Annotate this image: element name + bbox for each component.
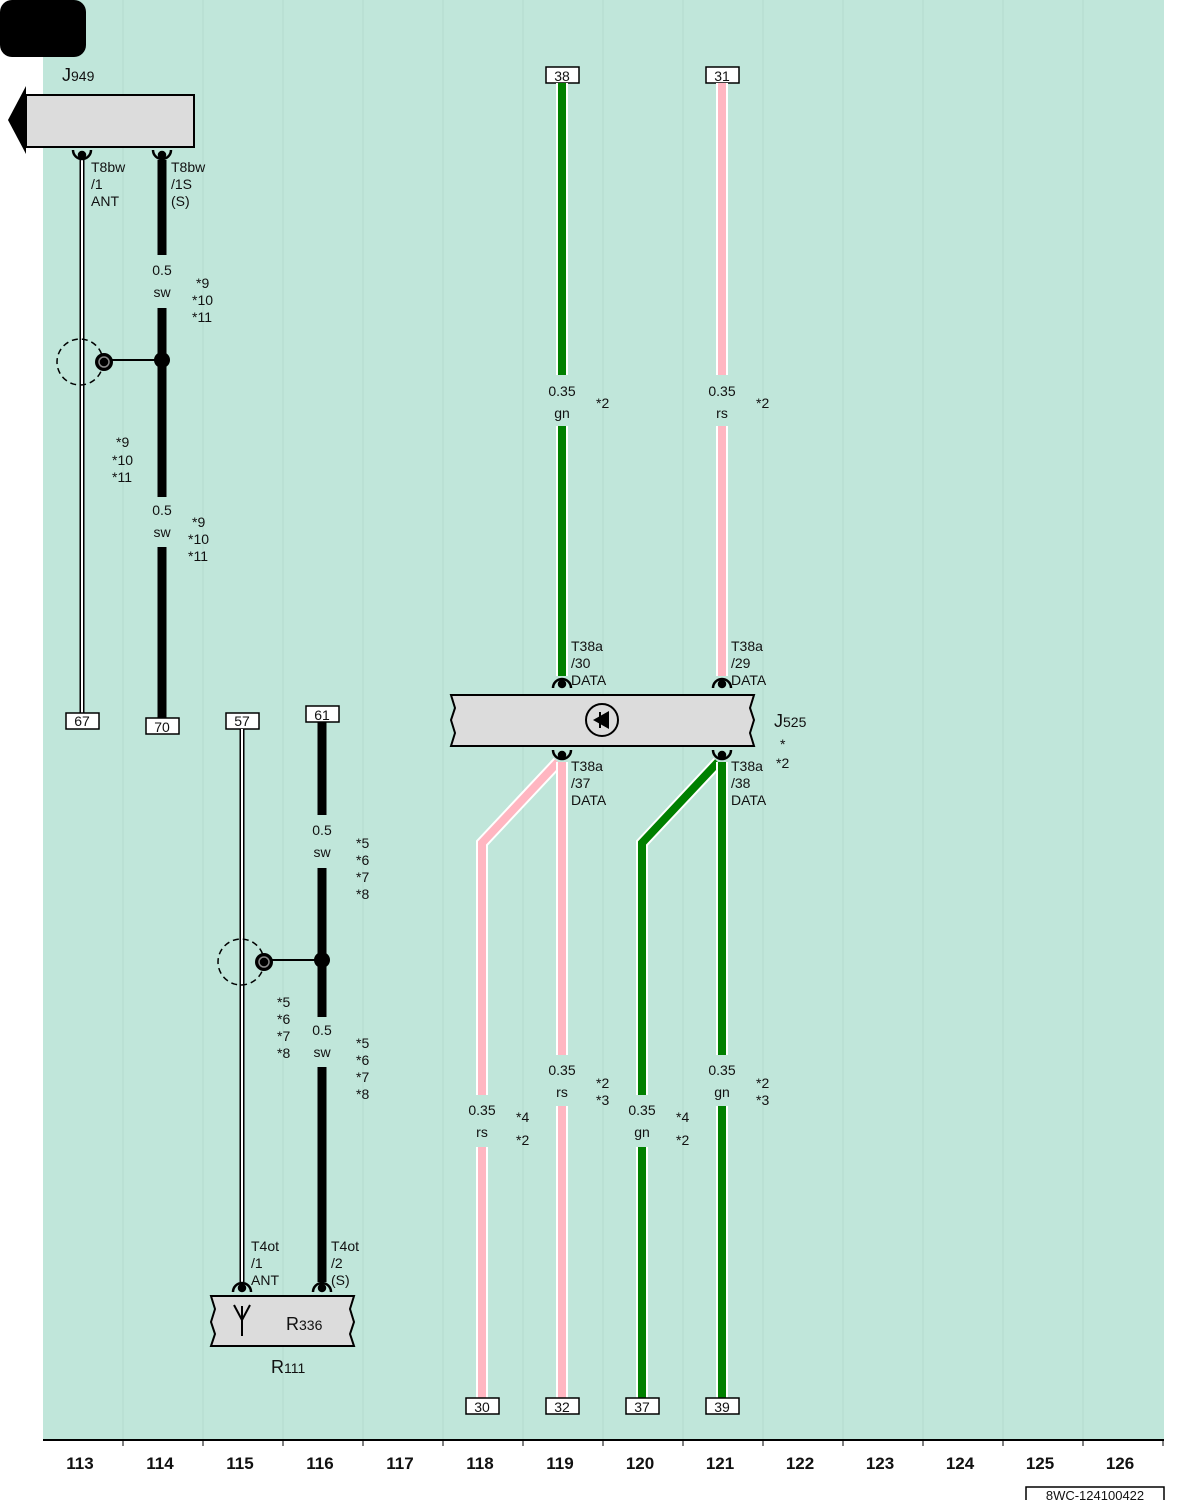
page-badge: [0, 0, 86, 57]
terminal-label: 30: [474, 1399, 490, 1415]
terminal-box[interactable]: [545, 1397, 580, 1415]
pin-socket-icon: [551, 749, 733, 761]
wire-notes: *5*6*7*8: [356, 835, 369, 902]
wire-notes: *2*3: [596, 1075, 609, 1108]
amplifier-icon: [585, 703, 619, 737]
terminal-label: 32: [554, 1399, 570, 1415]
wire-notes: *9*10*11: [192, 275, 213, 325]
component-j949: [25, 94, 195, 148]
continuation-arrow-icon[interactable]: [8, 86, 26, 154]
wire-notes: *5*6*7*8: [356, 1035, 369, 1102]
terminal-label: 57: [234, 713, 250, 729]
wire-118[interactable]: [478, 759, 561, 1095]
grid-number: 120: [626, 1454, 654, 1473]
shield-node-ring: [98, 356, 110, 368]
component-r111-label: R111: [271, 1357, 305, 1377]
shield-node-icon: [255, 953, 273, 971]
wire-notes: *2: [756, 395, 769, 411]
splice-point-icon: [314, 952, 330, 968]
antenna-icon: [233, 1304, 251, 1336]
grid-number: 125: [1026, 1454, 1054, 1473]
terminal-label: 38: [554, 68, 570, 84]
wire-notes: *9*10*11: [112, 434, 133, 485]
shield-node-icon: [95, 353, 113, 371]
grid-number: 115: [226, 1454, 253, 1473]
grid-number: 124: [946, 1454, 975, 1473]
terminal-box[interactable]: [65, 712, 100, 730]
pin-label: T8bw/1S(S): [171, 159, 206, 209]
wire-notes: *5*6*7*8: [277, 994, 290, 1061]
pin-label: T4ot/2(S): [331, 1238, 359, 1288]
terminal-box[interactable]: [705, 1397, 740, 1415]
grid-number: 122: [786, 1454, 814, 1473]
grid-number: 113: [66, 1454, 93, 1473]
component-r336: [209, 1295, 356, 1347]
terminal-label: 61: [314, 707, 330, 723]
grid-number: 123: [866, 1454, 894, 1473]
terminal-label: 39: [714, 1399, 730, 1415]
component-j525-label: J525: [774, 711, 807, 731]
grid-number: 117: [386, 1454, 413, 1473]
grid-numbers: 113 114 115 116 117 118 119 120 121 122 …: [66, 1454, 1134, 1473]
wire-notes: *4*2: [676, 1109, 689, 1148]
splice-point-icon: [154, 352, 170, 368]
wire-notes: *2*3: [756, 1075, 769, 1108]
component-r336-label: R336: [286, 1314, 323, 1334]
terminal-label: 70: [154, 719, 170, 735]
terminal-label: 67: [74, 713, 90, 729]
grid-number: 119: [546, 1454, 573, 1473]
wire-notes: *4*2: [516, 1109, 529, 1148]
terminal-box[interactable]: [465, 1397, 500, 1415]
wire-notes: *2: [596, 395, 609, 411]
terminal-label: 31: [714, 68, 730, 84]
grid-number: 116: [306, 1454, 333, 1473]
drawing-number-box: [1025, 1486, 1165, 1500]
shield-node-ring: [258, 956, 270, 968]
component-j525-note: *2: [776, 755, 789, 771]
grid-number: 121: [706, 1454, 734, 1473]
grid-lines: [122, 0, 1084, 1440]
terminal-box[interactable]: [145, 717, 180, 735]
pin-socket-icon: [551, 677, 733, 689]
grid-number: 118: [466, 1454, 493, 1473]
component-j949-label: J949: [62, 65, 95, 85]
grid-number: 126: [1106, 1454, 1134, 1473]
wire-120[interactable]: [638, 759, 721, 1095]
pin-socket-icon: [71, 149, 173, 161]
terminal-box[interactable]: [625, 1397, 660, 1415]
drawing-number: 8WC-124100422: [1046, 1488, 1144, 1500]
grid-scale-ticks: [122, 1440, 1164, 1446]
component-j525-note: *: [780, 736, 786, 752]
wire-notes: *9*10*11: [188, 514, 209, 564]
pin-socket-icon: [231, 1281, 333, 1293]
grid-number: 114: [146, 1454, 174, 1473]
terminal-label: 37: [634, 1399, 650, 1415]
